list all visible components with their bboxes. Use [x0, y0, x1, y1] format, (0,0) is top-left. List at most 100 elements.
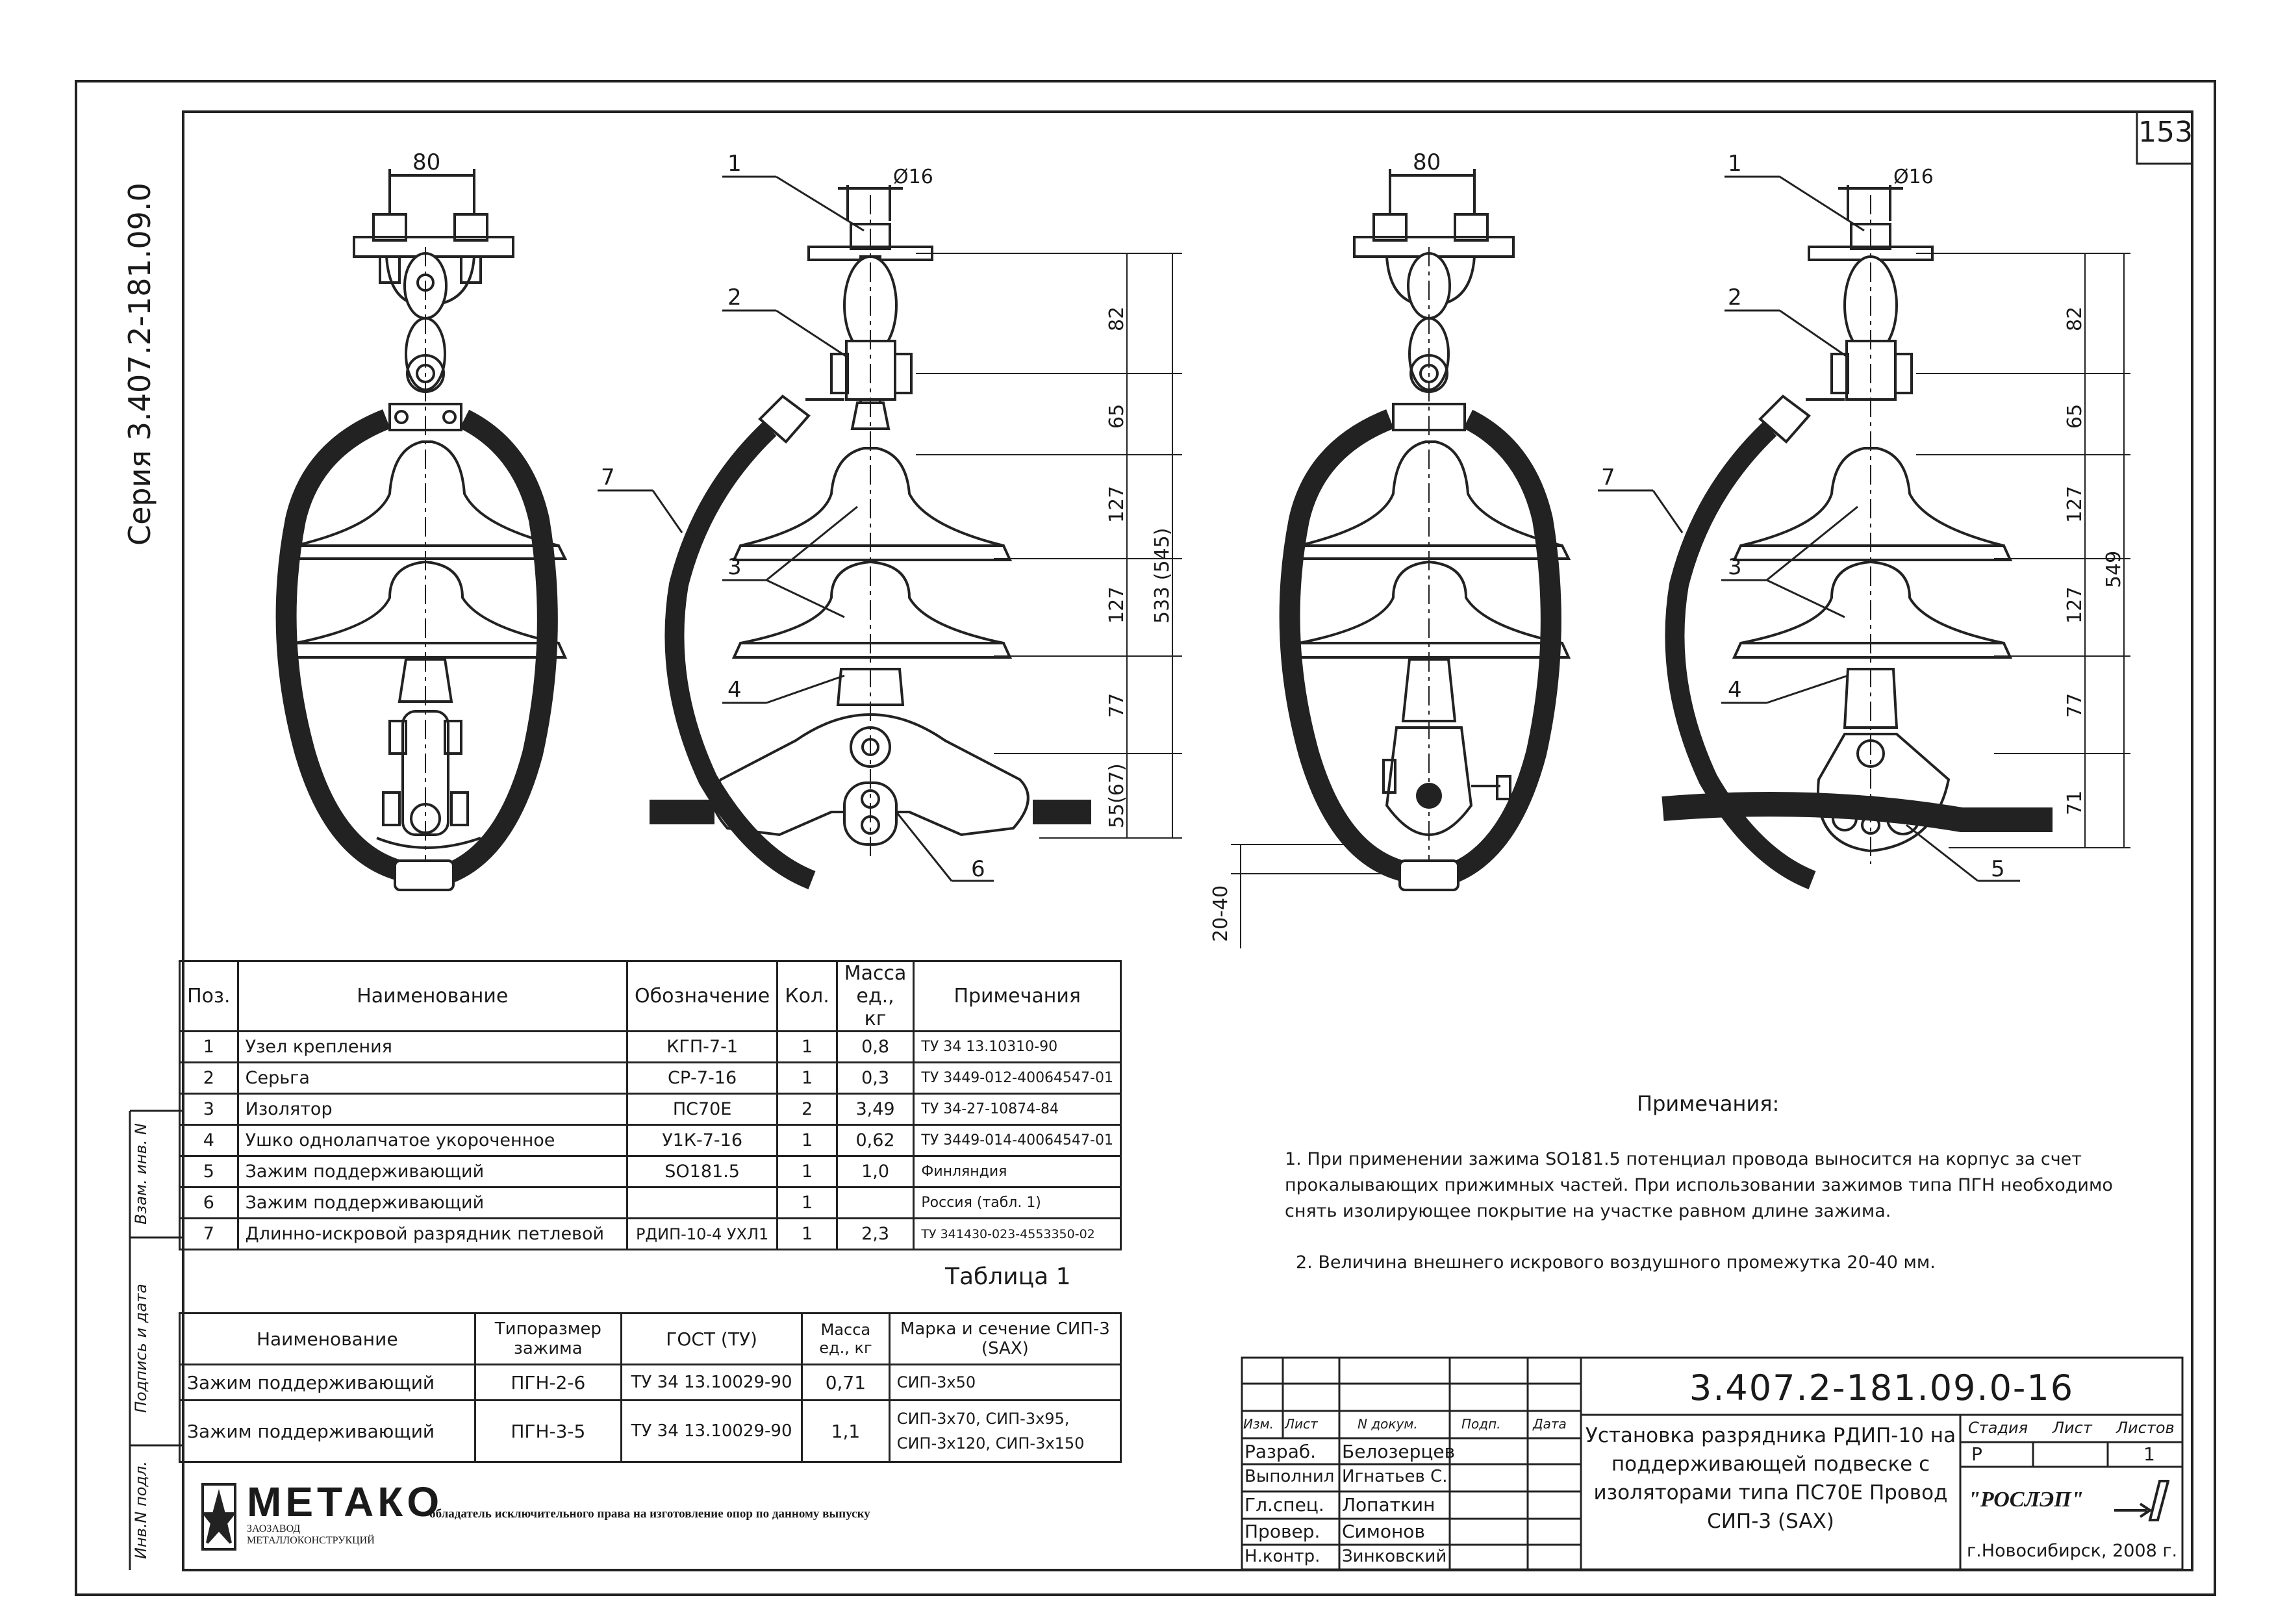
- callout-left-1: 1: [727, 151, 742, 177]
- spec-cell: 2,3: [835, 1217, 915, 1250]
- spec-header-row: Поз. Наименование Обозначение Кол. Масса…: [179, 960, 1122, 1032]
- tb-role-3: Провер.: [1245, 1521, 1320, 1542]
- tb-stage-value: Р: [1971, 1443, 1982, 1465]
- callout-right-1: 1: [1728, 151, 1742, 177]
- spec-cell: ТУ 3449-014-40064547-01: [913, 1124, 1122, 1157]
- spec-cell: Изолятор: [236, 1093, 628, 1126]
- spec-cell: 0,3: [835, 1061, 915, 1095]
- spec-cell: 1: [776, 1030, 838, 1063]
- leaders-left: [598, 175, 994, 882]
- dim-right-3: 127: [2064, 586, 2086, 624]
- dim-16-left: Ø16: [893, 166, 933, 188]
- callout-left-7: 7: [601, 464, 615, 490]
- side-stamp-inv: Инв.N подл.: [132, 1461, 150, 1559]
- tb-stage-label: Стадия: [1968, 1419, 2028, 1437]
- tb-name-2: Лопаткин: [1342, 1494, 1435, 1516]
- dim-left-3: 127: [1106, 586, 1128, 624]
- clamp-header-cable: Марка и сечение СИП-3 (SAX): [888, 1312, 1122, 1365]
- tb-role-1: Выполнил: [1245, 1467, 1335, 1486]
- spec-cell: Зажим поддерживающий: [236, 1186, 628, 1219]
- spec-cell: Ушко однолапчатое укороченное: [236, 1124, 628, 1157]
- spec-cell: 1: [776, 1217, 838, 1250]
- callout-left-3: 3: [727, 554, 742, 580]
- dim-left-5: 55(67): [1106, 763, 1128, 828]
- callout-right-3: 3: [1728, 554, 1742, 580]
- spec-cell: 5: [179, 1155, 239, 1188]
- clamp-header-mass: Масса ед., кг: [801, 1312, 891, 1365]
- dim-right-2: 127: [2064, 485, 2086, 523]
- tb-name-4: Зинковский: [1342, 1547, 1447, 1566]
- side-stamp-replace: Взам. инв. N: [132, 1123, 150, 1224]
- table-row: 7 Длинно-искровой разрядник петлевой РДИ…: [179, 1217, 1122, 1250]
- spec-cell: У1К-7-16: [625, 1124, 779, 1157]
- specification-table: Поз. Наименование Обозначение Кол. Масса…: [179, 960, 1122, 1250]
- spec-cell: ТУ 341430-023-4553350-02: [913, 1217, 1122, 1250]
- table-row: 4 Ушко однолапчатое укороченное У1К-7-16…: [179, 1124, 1122, 1157]
- clamp-cell: ТУ 34 13.10029-90: [620, 1364, 803, 1401]
- tb-col-list: Лист: [1285, 1416, 1318, 1432]
- spec-header-designation: Обозначение: [625, 960, 779, 1032]
- dim-right-1: 65: [2064, 403, 2086, 429]
- dim-left-total: 533 (545): [1151, 527, 1174, 624]
- dim-80-left: 80: [412, 149, 441, 175]
- spec-cell: 3: [179, 1093, 239, 1126]
- spec-cell: [625, 1186, 779, 1219]
- clamp-header-row: Наименование Типоразмер зажима ГОСТ (ТУ)…: [179, 1312, 1122, 1365]
- dim-gap: 20-40: [1209, 885, 1232, 942]
- clamp-table: Наименование Типоразмер зажима ГОСТ (ТУ)…: [179, 1312, 1122, 1463]
- table-row: 5 Зажим поддерживающий SO181.5 1 1,0 Фин…: [179, 1155, 1122, 1188]
- spec-cell: 1: [776, 1155, 838, 1188]
- clamp-cell: ПГН-3-5: [474, 1399, 623, 1463]
- tb-role-4: Н.контр.: [1245, 1547, 1320, 1566]
- clamp-cell: СИП-3х70, СИП-3х95, СИП-3х120, СИП-3х150: [888, 1399, 1122, 1463]
- view-side-left: [650, 185, 1182, 889]
- note-2: 2. Величина внешнего искрового воздушног…: [1296, 1252, 1936, 1273]
- sheet-number-box: [2136, 110, 2193, 165]
- view-front-left: [275, 169, 568, 891]
- spec-cell: Узел крепления: [236, 1030, 628, 1063]
- dim-left-1: 65: [1106, 403, 1128, 429]
- table-row: 3 Изолятор ПС70Е 2 3,49 ТУ 34-27-10874-8…: [179, 1093, 1122, 1126]
- logo-caption: - обладатель исключительного права на из…: [422, 1507, 870, 1521]
- dim-16-right: Ø16: [1893, 166, 1934, 188]
- series-label: Серия 3.407.2-181.09.0: [122, 183, 157, 546]
- callout-right-7: 7: [1601, 464, 1615, 490]
- clamp-cell: 0,71: [801, 1364, 891, 1401]
- spec-cell: Финляндия: [913, 1155, 1122, 1188]
- spec-cell: 6: [179, 1186, 239, 1219]
- spec-header-qty: Кол.: [776, 960, 838, 1032]
- tb-sheets-label: Листов: [2116, 1419, 2175, 1437]
- dim-right-0: 82: [2064, 306, 2086, 331]
- notes-title: Примечания:: [1637, 1091, 1780, 1116]
- leaders-right: [1598, 175, 2020, 882]
- spec-cell: 0,8: [835, 1030, 915, 1063]
- tb-col-izm: Изм.: [1243, 1416, 1274, 1432]
- spec-cell: КГП-7-1: [625, 1030, 779, 1063]
- spec-cell: 2: [179, 1061, 239, 1095]
- tb-name-3: Симонов: [1342, 1521, 1425, 1542]
- spec-cell: 7: [179, 1217, 239, 1250]
- org-name: "РОСЛЭП": [1968, 1488, 2084, 1512]
- spec-cell: ПС70Е: [625, 1093, 779, 1126]
- dim-right-5: 71: [2064, 790, 2086, 815]
- tb-role-2: Гл.спец.: [1245, 1494, 1324, 1516]
- table-caption: Таблица 1: [945, 1263, 1071, 1290]
- spec-cell: 1: [179, 1030, 239, 1063]
- spec-cell: Серьга: [236, 1061, 628, 1095]
- inner-frame: [182, 110, 2193, 1571]
- spec-header-mass: Масса ед., кг: [835, 960, 915, 1032]
- table-row: 6 Зажим поддерживающий 1 Россия (табл. 1…: [179, 1186, 1122, 1219]
- dim-left-0: 82: [1106, 306, 1128, 331]
- clamp-cell: Зажим поддерживающий: [179, 1399, 476, 1463]
- spec-cell: SO181.5: [625, 1155, 779, 1188]
- clamp-cell: 1,1: [801, 1399, 891, 1463]
- tb-sheets-value: 1: [2143, 1443, 2155, 1465]
- logo-subtitle: ЗАОЗАВОД МЕТАЛЛОКОНСТРУКЦИЙ: [247, 1523, 375, 1546]
- table-row: Зажим поддерживающий ПГН-3-5 ТУ 34 13.10…: [179, 1399, 1122, 1463]
- spec-cell: 4: [179, 1124, 239, 1157]
- drawing-code: 3.407.2-181.09.0-16: [1689, 1367, 2075, 1408]
- table-row: 2 Серьга СР-7-16 1 0,3 ТУ 3449-012-40064…: [179, 1061, 1122, 1095]
- tb-col-date: Дата: [1533, 1416, 1567, 1432]
- spec-cell: 1,0: [835, 1155, 915, 1188]
- spec-cell: ТУ 34 13.10310-90: [913, 1030, 1122, 1063]
